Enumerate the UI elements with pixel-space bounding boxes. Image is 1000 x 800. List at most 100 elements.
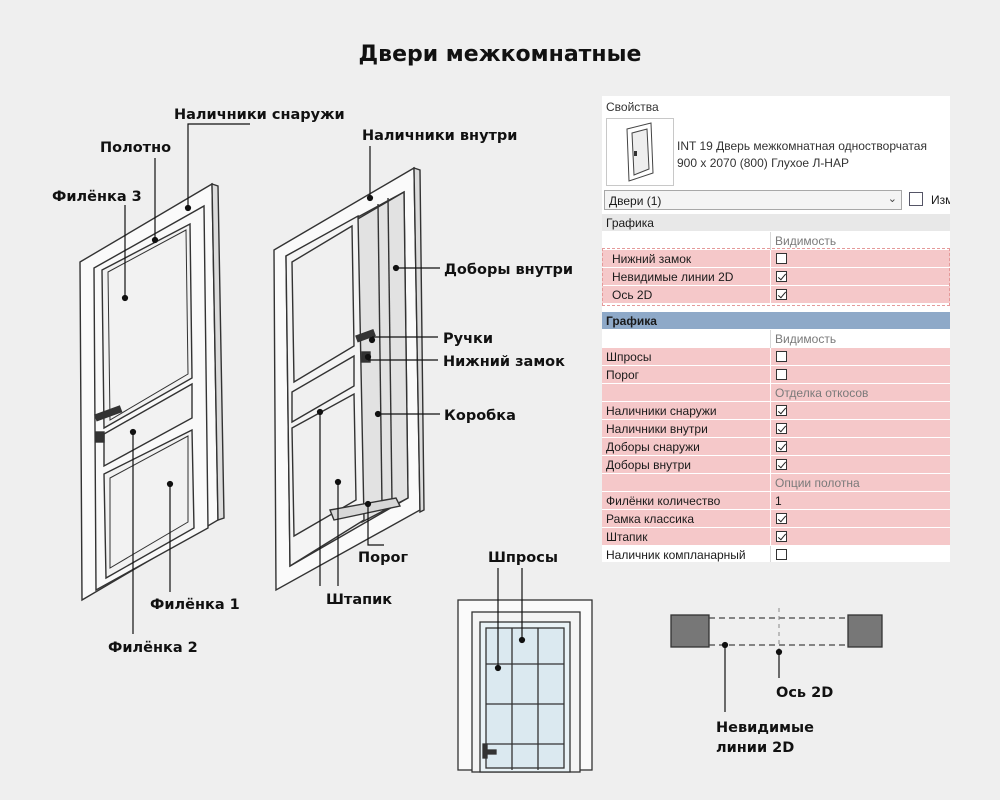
property-name: Порог bbox=[606, 368, 640, 382]
column-separator bbox=[770, 384, 771, 402]
property-row: Отделка откосов bbox=[602, 384, 950, 402]
property-row: Наличники внутри bbox=[602, 420, 950, 438]
property-name: Наличник компланарный bbox=[606, 548, 746, 562]
property-row: Ось 2D bbox=[602, 286, 950, 304]
property-row: Рамка классика bbox=[602, 510, 950, 528]
label-filenka-1: Филёнка 1 bbox=[150, 597, 240, 613]
column-separator bbox=[770, 528, 771, 546]
page-title: Двери межкомнатные bbox=[358, 42, 642, 67]
label-shprosy: Шпросы bbox=[488, 550, 558, 566]
edit-type-button[interactable]: Изм bbox=[907, 190, 950, 210]
label-nizhniy-zamok: Нижний замок bbox=[443, 354, 565, 370]
property-checkbox[interactable] bbox=[776, 289, 787, 300]
property-row: Доборы внутри bbox=[602, 456, 950, 474]
property-row: Невидимые линии 2D bbox=[602, 268, 950, 286]
column-separator bbox=[770, 546, 771, 562]
chevron-down-icon: ⌄ bbox=[887, 193, 897, 205]
category-selector-value: Двери (1) bbox=[609, 194, 662, 208]
property-row: Филёнки количество 1 bbox=[602, 492, 950, 510]
section-title: Графика bbox=[606, 314, 657, 328]
type-name-line1: INT 19 Дверь межкомнатная одностворчатая bbox=[677, 139, 927, 153]
property-checkbox[interactable] bbox=[776, 351, 787, 362]
column-separator bbox=[770, 268, 771, 286]
type-thumbnail bbox=[606, 118, 674, 186]
property-row: Наличники снаружи bbox=[602, 402, 950, 420]
section-header-grafika-2[interactable]: Графика bbox=[602, 312, 950, 330]
property-name: Невидимые линии 2D bbox=[612, 270, 734, 284]
column-header-row: Видимость bbox=[602, 232, 950, 250]
door-open-illustration bbox=[273, 166, 425, 592]
property-row: Наличник компланарный bbox=[602, 546, 950, 562]
column-separator bbox=[770, 330, 771, 348]
property-group-label: Опции полотна bbox=[775, 476, 860, 490]
property-checkbox[interactable] bbox=[776, 253, 787, 264]
property-row: Опции полотна bbox=[602, 474, 950, 492]
leader-lines bbox=[121, 123, 783, 712]
property-name: Наличники снаружи bbox=[606, 404, 717, 418]
category-selector[interactable]: Двери (1) ⌄ bbox=[604, 190, 902, 210]
property-name: Доборы снаружи bbox=[606, 440, 700, 454]
property-value[interactable]: 1 bbox=[775, 494, 782, 508]
label-dobory-vnutri: Доборы внутри bbox=[444, 262, 573, 278]
plan-symbol-illustration bbox=[670, 608, 883, 656]
property-row: Нижний замок bbox=[602, 250, 950, 268]
property-name: Шпросы bbox=[606, 350, 652, 364]
column-separator bbox=[770, 474, 771, 492]
property-checkbox[interactable] bbox=[776, 369, 787, 380]
property-row: Шпросы bbox=[602, 348, 950, 366]
property-name: Филёнки количество bbox=[606, 494, 721, 508]
property-checkbox[interactable] bbox=[776, 513, 787, 524]
column-separator bbox=[770, 438, 771, 456]
property-checkbox[interactable] bbox=[776, 441, 787, 452]
panel-title: Свойства bbox=[606, 100, 659, 114]
section-title: Графика bbox=[606, 216, 654, 230]
property-row: Порог bbox=[602, 366, 950, 384]
column-separator bbox=[770, 420, 771, 438]
property-name: Доборы внутри bbox=[606, 458, 691, 472]
property-name: Рамка классика bbox=[606, 512, 695, 526]
property-checkbox[interactable] bbox=[776, 531, 787, 542]
label-os-2d: Ось 2D bbox=[776, 685, 833, 701]
label-nevidimye-1: Невидимые bbox=[716, 720, 814, 736]
property-checkbox[interactable] bbox=[776, 405, 787, 416]
column-separator bbox=[770, 250, 771, 268]
column-header-visibility: Видимость bbox=[775, 332, 837, 346]
properties-panel: Свойства INT 19 Дверь межкомнатная однос… bbox=[602, 96, 950, 562]
label-nalichniki-snaruzhi: Наличники снаружи bbox=[174, 107, 345, 123]
column-separator bbox=[770, 232, 771, 250]
type-name: INT 19 Дверь межкомнатная одностворчатая… bbox=[677, 138, 927, 172]
section-header-grafika-1: Графика bbox=[602, 214, 950, 232]
column-separator bbox=[770, 402, 771, 420]
door-closed-illustration bbox=[79, 182, 225, 602]
label-shtapik: Штапик bbox=[326, 592, 392, 608]
label-porog: Порог bbox=[358, 550, 408, 566]
column-separator bbox=[770, 286, 771, 304]
column-separator bbox=[770, 492, 771, 510]
property-name: Наличники внутри bbox=[606, 422, 708, 436]
door-thumbnail-icon bbox=[626, 122, 654, 182]
label-nalichniki-vnutri: Наличники внутри bbox=[362, 128, 517, 144]
type-name-line2: 900 x 2070 (800) Глухое Л-НАР bbox=[677, 156, 849, 170]
property-checkbox[interactable] bbox=[776, 271, 787, 282]
property-name: Штапик bbox=[606, 530, 648, 544]
property-checkbox[interactable] bbox=[776, 549, 787, 560]
label-korobka: Коробка bbox=[444, 408, 516, 424]
column-separator bbox=[770, 456, 771, 474]
door-glazed-illustration bbox=[457, 599, 593, 773]
column-separator bbox=[770, 366, 771, 384]
label-ruchki: Ручки bbox=[443, 331, 493, 347]
property-row: Доборы снаружи bbox=[602, 438, 950, 456]
property-row: Штапик bbox=[602, 528, 950, 546]
edit-type-icon bbox=[909, 192, 923, 206]
label-filenka-3: Филёнка 3 bbox=[52, 189, 142, 205]
property-checkbox[interactable] bbox=[776, 423, 787, 434]
property-group-label: Отделка откосов bbox=[775, 386, 869, 400]
edit-type-label: Изм bbox=[931, 193, 950, 207]
property-name: Ось 2D bbox=[612, 288, 653, 302]
label-filenka-2: Филёнка 2 bbox=[108, 640, 198, 656]
column-separator bbox=[770, 510, 771, 528]
property-checkbox[interactable] bbox=[776, 459, 787, 470]
label-nevidimye-2: линии 2D bbox=[716, 740, 794, 756]
